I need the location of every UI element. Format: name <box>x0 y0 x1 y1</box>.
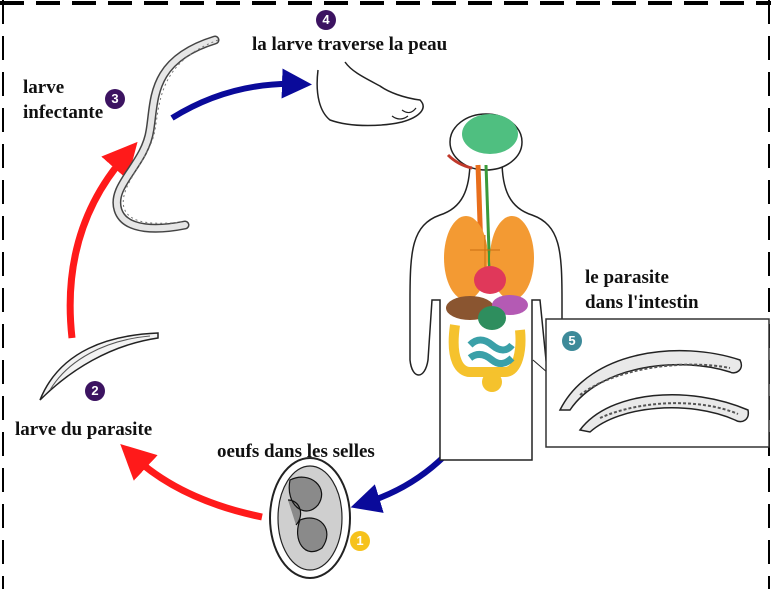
human-body-illustration <box>410 114 562 460</box>
label-step-5-line1: le parasite <box>585 266 669 289</box>
foot-illustration <box>317 62 423 126</box>
arrow-egg-to-larva <box>133 456 262 517</box>
step-3-badge: 3 <box>105 89 125 109</box>
infective-larva-illustration <box>117 40 218 228</box>
egg-illustration <box>270 458 350 578</box>
label-step-5-line2: dans l'intestin <box>585 291 699 314</box>
label-step-1: oeufs dans les selles <box>217 440 375 463</box>
label-step-4: la larve traverse la peau <box>252 33 447 56</box>
label-step-3-line1: larve <box>23 76 64 99</box>
label-step-2: larve du parasite <box>15 418 152 441</box>
arrow-larva-to-infective <box>70 155 126 338</box>
step-2-badge: 2 <box>85 381 105 401</box>
step-1-badge: 1 <box>350 531 370 551</box>
step-5-badge: 5 <box>562 331 582 351</box>
arrow-infective-to-skin <box>172 84 297 118</box>
step-4-badge: 4 <box>316 10 336 30</box>
label-step-3-line2: infectante <box>23 101 103 124</box>
